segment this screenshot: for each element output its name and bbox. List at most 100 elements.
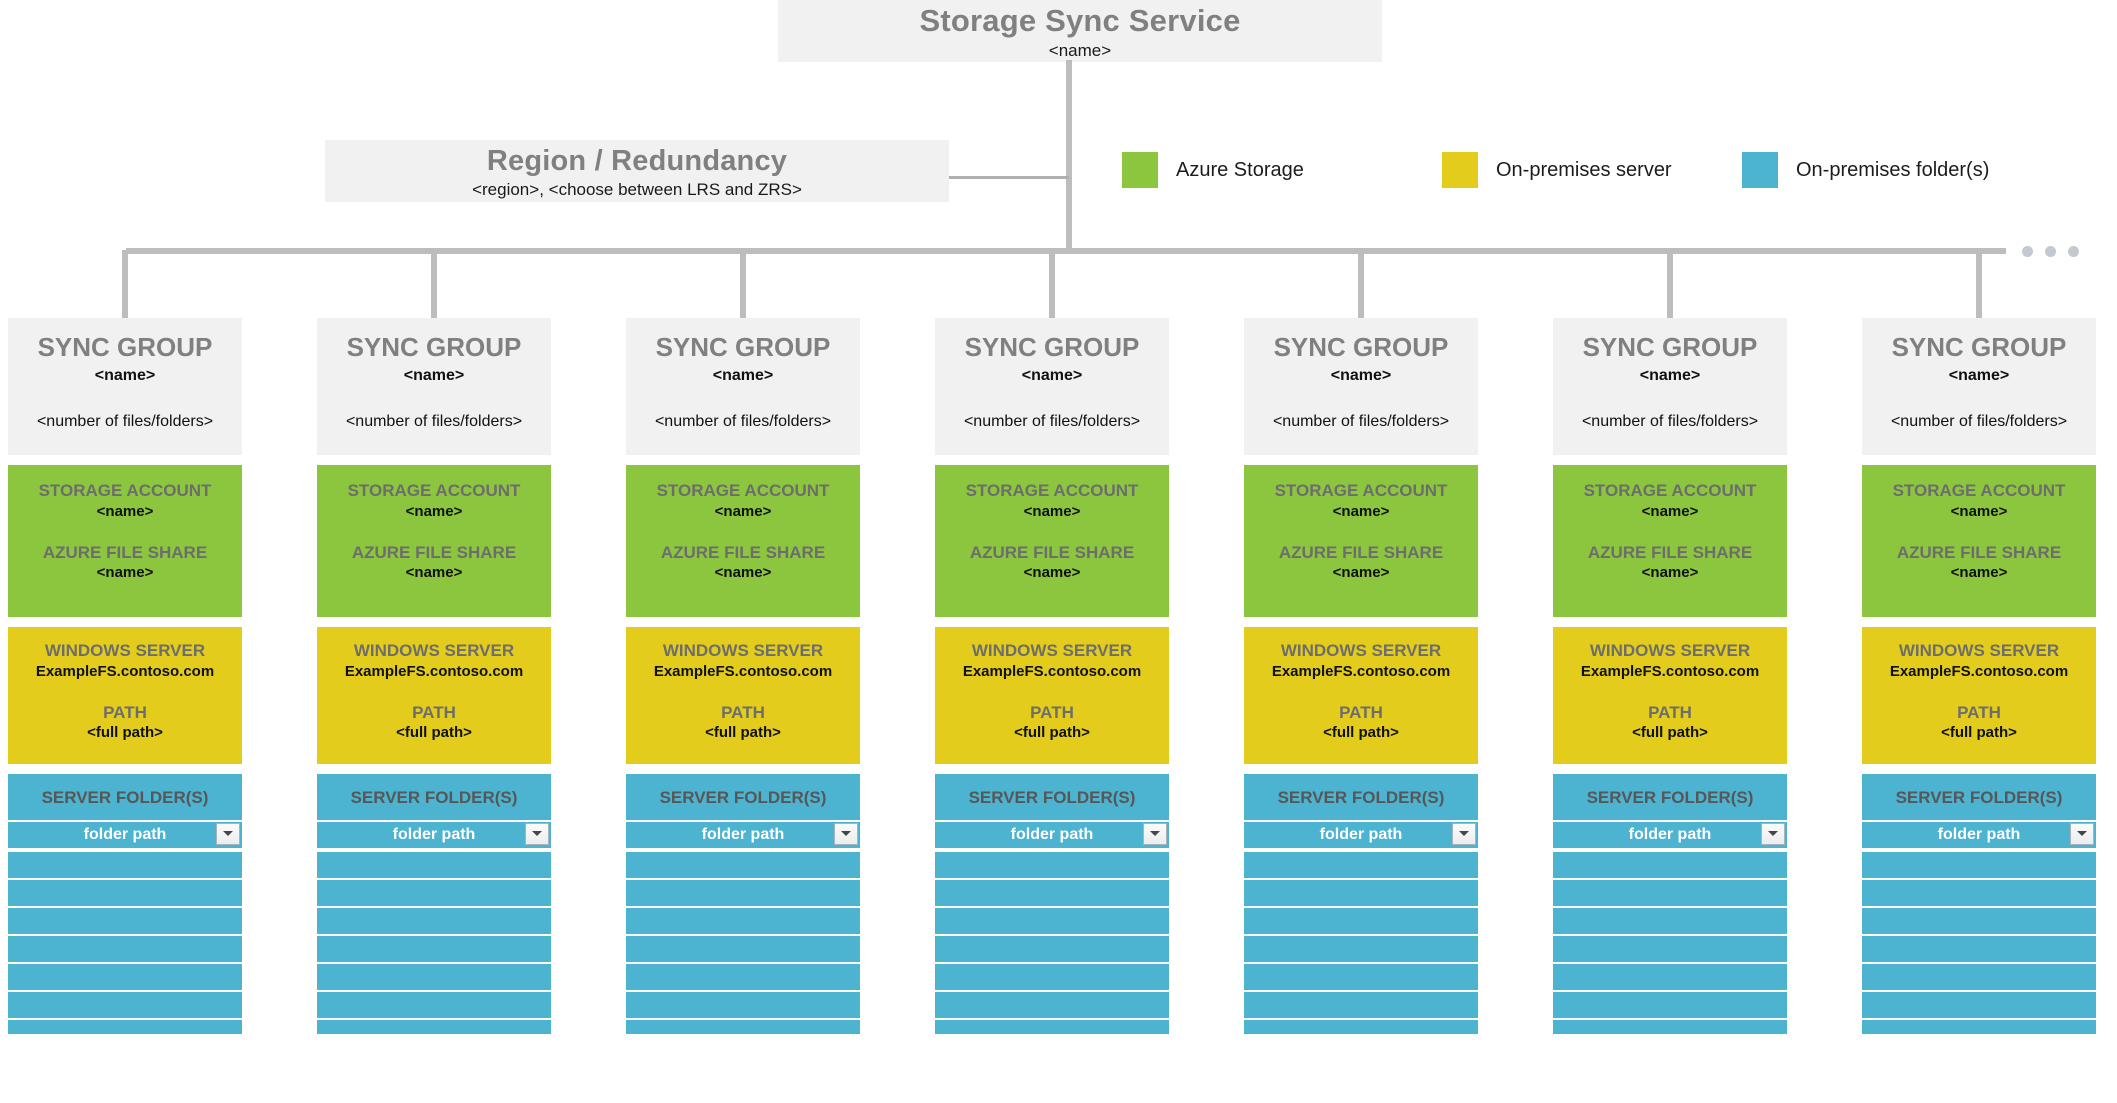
server-folders-block[interactable]: SERVER FOLDER(S) folder path	[8, 774, 242, 1034]
folder-empty-row[interactable]	[1244, 879, 1478, 908]
azure-storage-block[interactable]: STORAGE ACCOUNT <name> AZURE FILE SHARE …	[1553, 465, 1787, 617]
folder-empty-row[interactable]	[626, 935, 860, 964]
folder-empty-row[interactable]	[1244, 991, 1478, 1020]
folder-empty-row[interactable]	[626, 963, 860, 992]
folder-empty-row[interactable]	[1244, 849, 1478, 880]
sync-group-header[interactable]: SYNC GROUP <name> <number of files/folde…	[1553, 318, 1787, 455]
folder-empty-row[interactable]	[317, 879, 551, 908]
azure-storage-block[interactable]: STORAGE ACCOUNT <name> AZURE FILE SHARE …	[8, 465, 242, 617]
folder-path-row[interactable]: folder path	[1244, 819, 1478, 850]
sync-group-header[interactable]: SYNC GROUP <name> <number of files/folde…	[8, 318, 242, 455]
folder-empty-row[interactable]	[1862, 935, 2096, 964]
folder-empty-row[interactable]	[1244, 1019, 1478, 1034]
windows-server-block[interactable]: WINDOWS SERVER ExampleFS.contoso.com PAT…	[317, 627, 551, 764]
folder-path-dropdown-button[interactable]	[1143, 822, 1167, 845]
sync-group-header[interactable]: SYNC GROUP <name> <number of files/folde…	[317, 318, 551, 455]
folder-empty-row[interactable]	[317, 1019, 551, 1034]
server-folders-block[interactable]: SERVER FOLDER(S) folder path	[1862, 774, 2096, 1034]
windows-server-block[interactable]: WINDOWS SERVER ExampleFS.contoso.com PAT…	[1553, 627, 1787, 764]
windows-server-label: WINDOWS SERVER	[662, 641, 824, 660]
azure-storage-block[interactable]: STORAGE ACCOUNT <name> AZURE FILE SHARE …	[317, 465, 551, 617]
folder-empty-row[interactable]	[8, 1019, 242, 1034]
server-folders-block[interactable]: SERVER FOLDER(S) folder path	[1553, 774, 1787, 1034]
folder-empty-row[interactable]	[317, 991, 551, 1020]
folder-empty-row[interactable]	[317, 963, 551, 992]
server-folders-block[interactable]: SERVER FOLDER(S) folder path	[626, 774, 860, 1034]
server-path-value: <full path>	[1941, 724, 2017, 742]
folder-empty-row[interactable]	[1553, 963, 1787, 992]
windows-server-block[interactable]: WINDOWS SERVER ExampleFS.contoso.com PAT…	[935, 627, 1169, 764]
folder-empty-row[interactable]	[935, 849, 1169, 880]
azure-storage-block[interactable]: STORAGE ACCOUNT <name> AZURE FILE SHARE …	[935, 465, 1169, 617]
folder-empty-row[interactable]	[935, 935, 1169, 964]
folder-empty-row[interactable]	[1553, 879, 1787, 908]
folder-path-dropdown-button[interactable]	[1452, 822, 1476, 845]
folder-empty-row[interactable]	[626, 879, 860, 908]
folder-empty-row[interactable]	[935, 879, 1169, 908]
windows-server-block[interactable]: WINDOWS SERVER ExampleFS.contoso.com PAT…	[8, 627, 242, 764]
chevron-down-icon	[1459, 831, 1469, 837]
folder-empty-row[interactable]	[1862, 963, 2096, 992]
folder-empty-row[interactable]	[8, 849, 242, 880]
folder-path-dropdown-button[interactable]	[1761, 822, 1785, 845]
folder-empty-row[interactable]	[1553, 1019, 1787, 1034]
sync-group-header[interactable]: SYNC GROUP <name> <number of files/folde…	[1244, 318, 1478, 455]
folder-empty-row[interactable]	[8, 879, 242, 908]
folder-empty-row[interactable]	[1244, 963, 1478, 992]
folder-empty-row[interactable]	[626, 1019, 860, 1034]
folder-empty-row[interactable]	[8, 935, 242, 964]
folder-empty-row[interactable]	[935, 1019, 1169, 1034]
folder-empty-row[interactable]	[317, 849, 551, 880]
folder-empty-row[interactable]	[8, 963, 242, 992]
folder-path-dropdown-button[interactable]	[2070, 822, 2094, 845]
folder-empty-row[interactable]	[935, 991, 1169, 1020]
folder-empty-row[interactable]	[1862, 907, 2096, 936]
folder-empty-row[interactable]	[626, 849, 860, 880]
folder-path-row[interactable]: folder path	[317, 819, 551, 850]
folder-empty-row[interactable]	[1244, 907, 1478, 936]
folder-empty-row[interactable]	[1553, 849, 1787, 880]
windows-server-block[interactable]: WINDOWS SERVER ExampleFS.contoso.com PAT…	[1862, 627, 2096, 764]
azure-file-share-label: AZURE FILE SHARE	[351, 542, 517, 562]
folder-empty-row[interactable]	[317, 935, 551, 964]
folder-empty-row[interactable]	[8, 991, 242, 1020]
folder-empty-row[interactable]	[626, 991, 860, 1020]
folder-path-dropdown-button[interactable]	[216, 822, 240, 845]
folder-path-row[interactable]: folder path	[935, 819, 1169, 850]
sync-group-header[interactable]: SYNC GROUP <name> <number of files/folde…	[1862, 318, 2096, 455]
folder-empty-rows	[1244, 849, 1478, 1034]
sync-group-header[interactable]: SYNC GROUP <name> <number of files/folde…	[626, 318, 860, 455]
windows-server-label: WINDOWS SERVER	[1898, 641, 2060, 660]
folder-empty-row[interactable]	[317, 907, 551, 936]
azure-storage-block[interactable]: STORAGE ACCOUNT <name> AZURE FILE SHARE …	[1862, 465, 2096, 617]
folder-empty-row[interactable]	[1862, 849, 2096, 880]
folder-path-dropdown-button[interactable]	[834, 822, 858, 845]
folder-path-dropdown-button[interactable]	[525, 822, 549, 845]
folder-empty-row[interactable]	[1553, 907, 1787, 936]
folder-empty-row[interactable]	[935, 963, 1169, 992]
server-folders-block[interactable]: SERVER FOLDER(S) folder path	[1244, 774, 1478, 1034]
folder-path-row[interactable]: folder path	[8, 819, 242, 850]
folder-path-row[interactable]: folder path	[1862, 819, 2096, 850]
folder-path-row[interactable]: folder path	[626, 819, 860, 850]
folder-path-value: folder path	[701, 825, 785, 843]
folder-path-row[interactable]: folder path	[1553, 819, 1787, 850]
folder-empty-row[interactable]	[8, 907, 242, 936]
sync-group-header[interactable]: SYNC GROUP <name> <number of files/folde…	[935, 318, 1169, 455]
folder-empty-row[interactable]	[626, 907, 860, 936]
folder-empty-row[interactable]	[935, 907, 1169, 936]
folder-empty-row[interactable]	[1553, 991, 1787, 1020]
azure-storage-block[interactable]: STORAGE ACCOUNT <name> AZURE FILE SHARE …	[1244, 465, 1478, 617]
folder-empty-row[interactable]	[1862, 991, 2096, 1020]
server-path-label: PATH	[1957, 702, 2001, 722]
server-folders-block[interactable]: SERVER FOLDER(S) folder path	[317, 774, 551, 1034]
folder-empty-row[interactable]	[1553, 935, 1787, 964]
folder-empty-row[interactable]	[1862, 1019, 2096, 1034]
folder-empty-row[interactable]	[1862, 879, 2096, 908]
windows-server-block[interactable]: WINDOWS SERVER ExampleFS.contoso.com PAT…	[1244, 627, 1478, 764]
azure-storage-block[interactable]: STORAGE ACCOUNT <name> AZURE FILE SHARE …	[626, 465, 860, 617]
server-folders-block[interactable]: SERVER FOLDER(S) folder path	[935, 774, 1169, 1034]
windows-server-block[interactable]: WINDOWS SERVER ExampleFS.contoso.com PAT…	[626, 627, 860, 764]
folder-empty-row[interactable]	[1244, 935, 1478, 964]
